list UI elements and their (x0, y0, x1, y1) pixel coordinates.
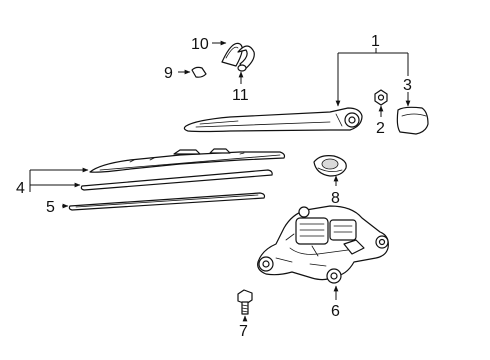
nut-part-2 (374, 89, 388, 106)
callout-9: 9 (164, 65, 173, 82)
callout-1: 1 (371, 33, 380, 50)
mounting-grommet-part-8 (313, 155, 347, 177)
wiper-motor-part-6 (257, 205, 389, 284)
washer-hose-part-10 (221, 42, 243, 67)
hose-elbow-part-11 (237, 45, 255, 72)
callout-7: 7 (239, 323, 248, 340)
callout-labels: 1 2 3 4 5 6 7 8 9 10 11 (16, 33, 412, 340)
callout-11: 11 (232, 87, 249, 104)
callout-8: 8 (331, 190, 340, 207)
arm-cap-part-3 (396, 106, 429, 135)
callout-5: 5 (46, 199, 55, 216)
leader-lines (29, 40, 411, 322)
grommet-part-9 (191, 66, 207, 78)
blade-insert-part-5 (68, 192, 266, 211)
wiper-arm-part-1 (183, 107, 363, 133)
callout-3: 3 (403, 77, 412, 94)
callout-2: 2 (376, 120, 385, 137)
bolt-part-7 (237, 289, 253, 315)
callout-6: 6 (331, 303, 340, 320)
blade-refill-part-4 (80, 169, 273, 191)
callout-10: 10 (191, 36, 209, 53)
callout-4: 4 (16, 180, 25, 197)
wiper-blade-part-4 (89, 148, 286, 173)
